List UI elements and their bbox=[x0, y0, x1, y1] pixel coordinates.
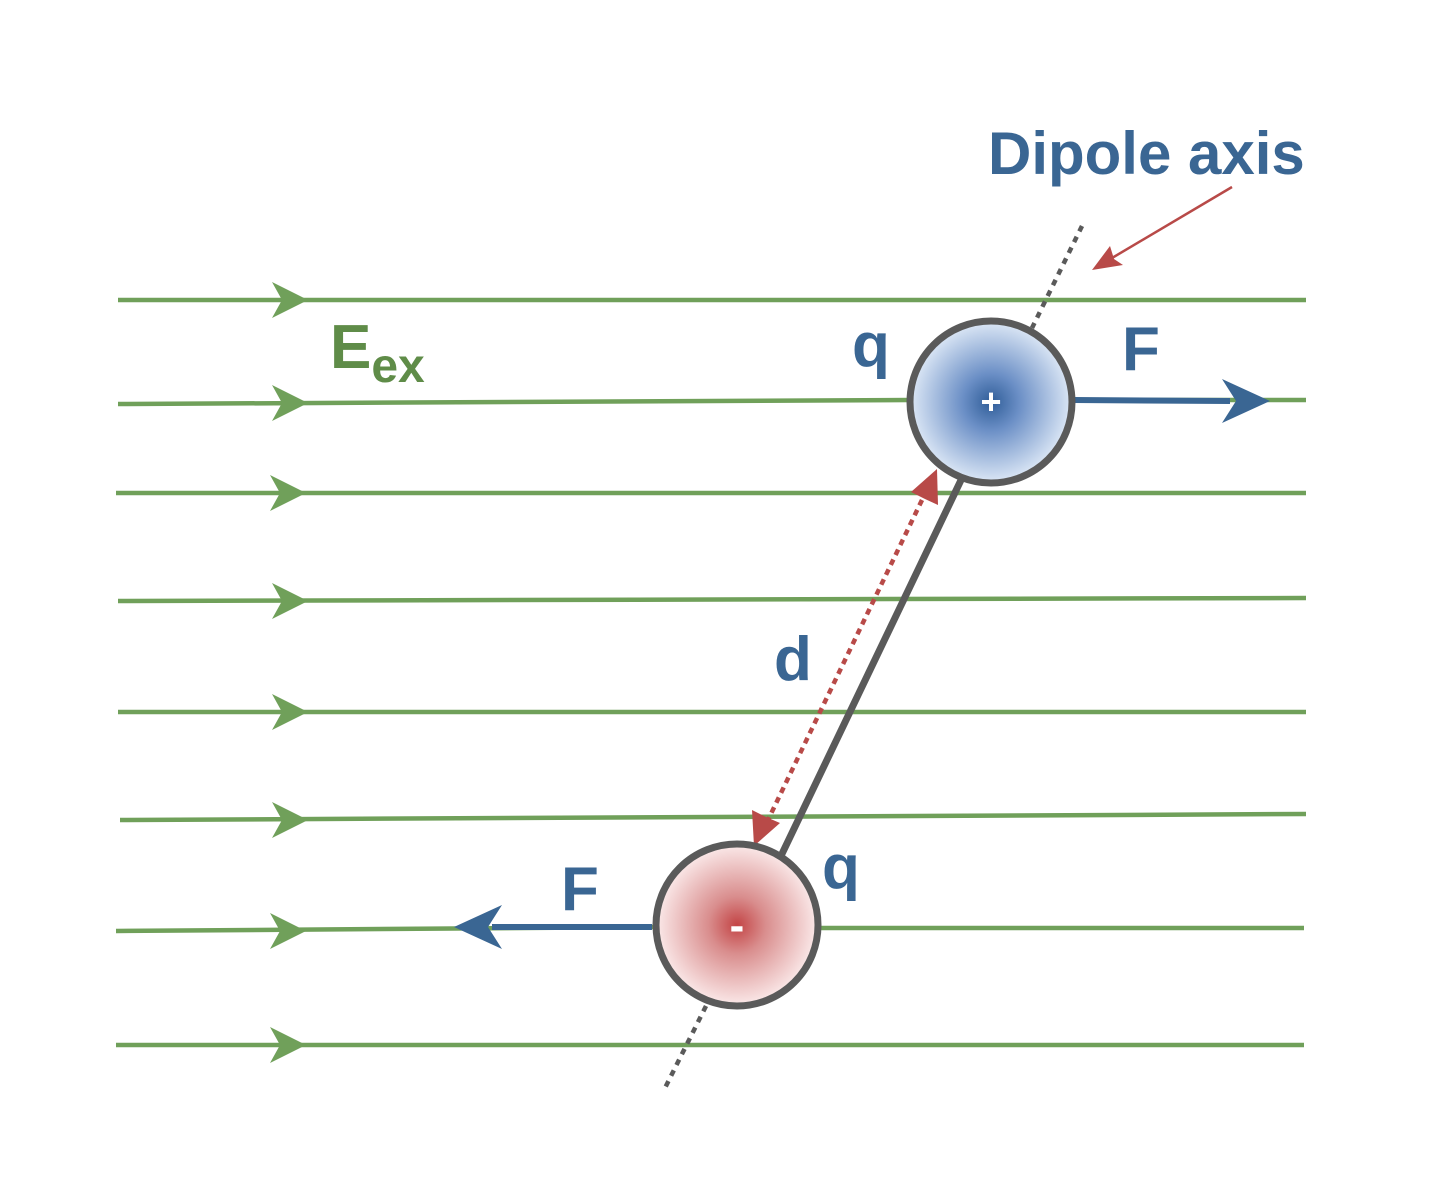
axis-pointer-arrowhead-icon bbox=[1092, 246, 1123, 270]
charge-label-top: q bbox=[852, 311, 890, 380]
field-line bbox=[119, 811, 1307, 823]
charge-label-bottom: q bbox=[822, 833, 860, 902]
dipole-axis-label: Dipole axis bbox=[988, 120, 1305, 187]
field-label: Eex bbox=[330, 313, 425, 393]
dipole-rod bbox=[776, 476, 966, 860]
force-arrowhead-left-icon bbox=[454, 905, 502, 949]
distance-arrow-up-icon bbox=[911, 469, 938, 505]
force-arrow-left bbox=[454, 905, 652, 949]
force-label-bottom: F bbox=[561, 855, 599, 924]
distance-indicator bbox=[752, 469, 938, 846]
dipole-axis-line bbox=[661, 225, 1085, 1092]
distance-label: d bbox=[774, 625, 812, 694]
plus-sign: + bbox=[980, 381, 1001, 422]
field-line bbox=[117, 397, 911, 407]
field-arrow-icon bbox=[272, 282, 308, 318]
field-arrow-icon bbox=[272, 694, 308, 730]
field-lines bbox=[115, 297, 1307, 1048]
field-arrow-icon bbox=[270, 913, 306, 949]
field-arrowheads bbox=[270, 282, 308, 1063]
field-label-main: E bbox=[330, 313, 371, 382]
force-arrowhead-right-icon bbox=[1222, 379, 1270, 423]
field-arrow-icon bbox=[272, 802, 308, 838]
field-arrow-icon bbox=[272, 583, 308, 619]
positive-charge: + bbox=[906, 317, 1076, 487]
field-arrow-icon bbox=[270, 1027, 306, 1063]
axis-pointer-arrow bbox=[1092, 185, 1233, 270]
field-label-subscript: ex bbox=[371, 340, 425, 393]
minus-sign: - bbox=[730, 901, 745, 950]
field-arrow-icon bbox=[272, 385, 308, 421]
distance-arrow-down-icon bbox=[752, 810, 780, 846]
force-label-top: F bbox=[1122, 315, 1160, 384]
field-arrow-icon bbox=[270, 475, 306, 511]
field-line bbox=[117, 595, 1307, 604]
negative-charge: - bbox=[652, 840, 822, 1010]
force-arrow-right bbox=[1073, 379, 1270, 423]
